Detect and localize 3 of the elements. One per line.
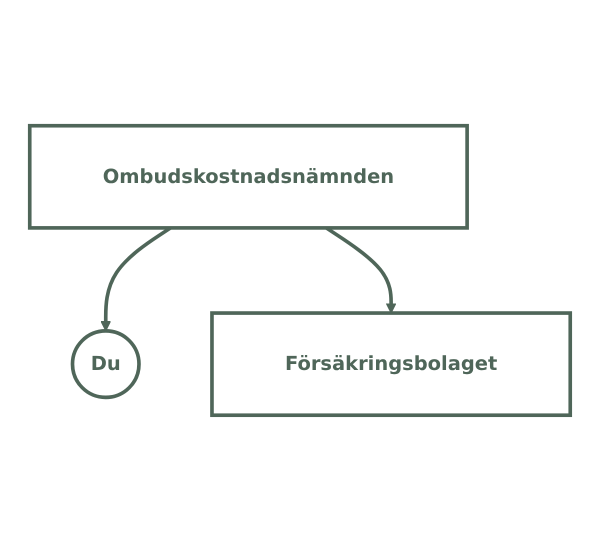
node-box: Ombudskostnadsnämnden bbox=[28, 123, 469, 230]
node-circle: Du bbox=[70, 328, 141, 399]
node-box: Försäkringsbolaget bbox=[210, 310, 572, 417]
